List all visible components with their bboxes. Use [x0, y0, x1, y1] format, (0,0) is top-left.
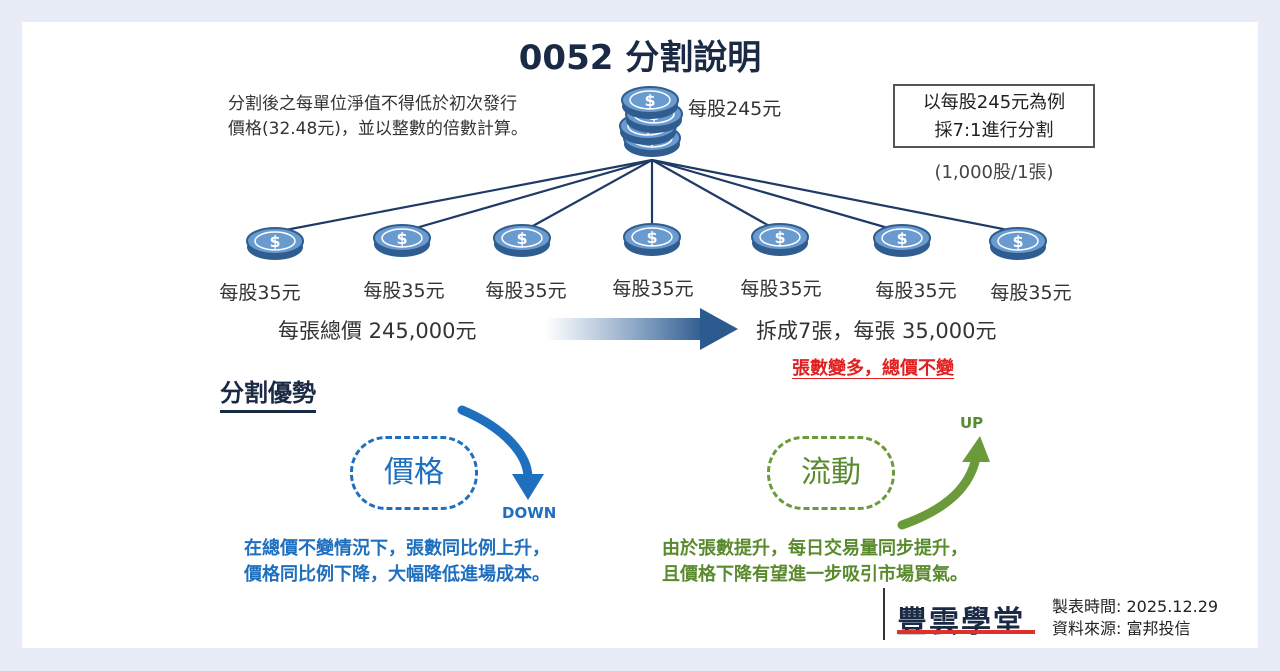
- advantage-heading: 分割優勢: [220, 373, 316, 413]
- branch-lines: [274, 158, 1019, 234]
- total-after-split: 拆成7張，每張 35,000元: [756, 319, 997, 343]
- brand-underline: [897, 630, 1035, 634]
- coin-label-1: 每股35元: [219, 282, 301, 304]
- price-desc-line-1: 在總價不變情況下，張數同比例上升，: [244, 538, 550, 559]
- example-line-1: 以每股245元為例: [922, 92, 1066, 113]
- key-takeaway: 張數變多，總價不變: [792, 358, 954, 379]
- total-before-split: 每張總價 245,000元: [278, 319, 477, 343]
- coin-icon-6: [873, 224, 931, 258]
- example-box: 以每股245元為例 採7:1進行分割: [893, 84, 1095, 148]
- split-rule-note: 分割後之每單位淨值不得低於初次發行 價格(32.48元)，並以整數的倍數計算。: [228, 92, 588, 142]
- down-label: DOWN: [502, 504, 557, 522]
- up-label: UP: [960, 414, 984, 432]
- coin-icon-3: [493, 224, 551, 258]
- coin-label-6: 每股35元: [875, 280, 957, 302]
- top-coin-label: 每股245元: [688, 98, 782, 120]
- price-desc-line-2: 價格同比例下降，大幅降低進場成本。: [244, 564, 550, 585]
- coin-icon-2: [373, 224, 431, 258]
- up-arrow-icon: [897, 453, 981, 530]
- coin-stack-icon: [619, 86, 683, 158]
- coin-icon-5: [751, 223, 809, 257]
- footer-meta: 製表時間: 2025.12.29 資料來源: 富邦投信: [1052, 596, 1218, 640]
- liquidity-desc-line-2: 且價格下降有望進一步吸引市場買氣。: [662, 564, 968, 585]
- liquidity-description: 由於張數提升，每日交易量同步提升， 且價格下降有望進一步吸引市場買氣。: [662, 536, 968, 588]
- example-unit: (1,000股/1張): [934, 162, 1054, 183]
- split-coins: [246, 223, 1047, 261]
- price-description: 在總價不變情況下，張數同比例上升， 價格同比例下降，大幅降低進場成本。: [244, 536, 550, 588]
- liquidity-badge: 流動: [767, 436, 895, 510]
- coin-label-5: 每股35元: [740, 278, 822, 300]
- coin-label-7: 每股35元: [990, 282, 1072, 304]
- up-arrowhead-icon: [962, 436, 990, 462]
- chart-date: 製表時間: 2025.12.29: [1052, 597, 1219, 616]
- note-line-2: 價格(32.48元)，並以整數的倍數計算。: [228, 119, 528, 139]
- coin-icon-7: [989, 227, 1047, 261]
- coin-label-3: 每股35元: [485, 280, 567, 302]
- coin-icon-1: [246, 227, 304, 261]
- coin-label-2: 每股35元: [363, 280, 445, 302]
- example-line-2: 採7:1進行分割: [934, 120, 1054, 141]
- page-title: 0052 分割說明: [518, 38, 762, 78]
- brand-logo: 豐雲學堂: [897, 605, 1025, 640]
- data-source: 資料來源: 富邦投信: [1052, 619, 1191, 638]
- liquidity-desc-line-1: 由於張數提升，每日交易量同步提升，: [662, 538, 968, 559]
- coin-icon-4: [623, 223, 681, 257]
- note-line-1: 分割後之每單位淨值不得低於初次發行: [228, 94, 517, 114]
- price-badge: 價格: [350, 436, 478, 510]
- footer-divider: [883, 588, 885, 640]
- transition-arrow-icon: [545, 308, 738, 350]
- down-arrowhead-icon: [512, 474, 544, 500]
- coin-label-4: 每股35元: [612, 278, 694, 300]
- down-arrow-icon: [457, 405, 533, 483]
